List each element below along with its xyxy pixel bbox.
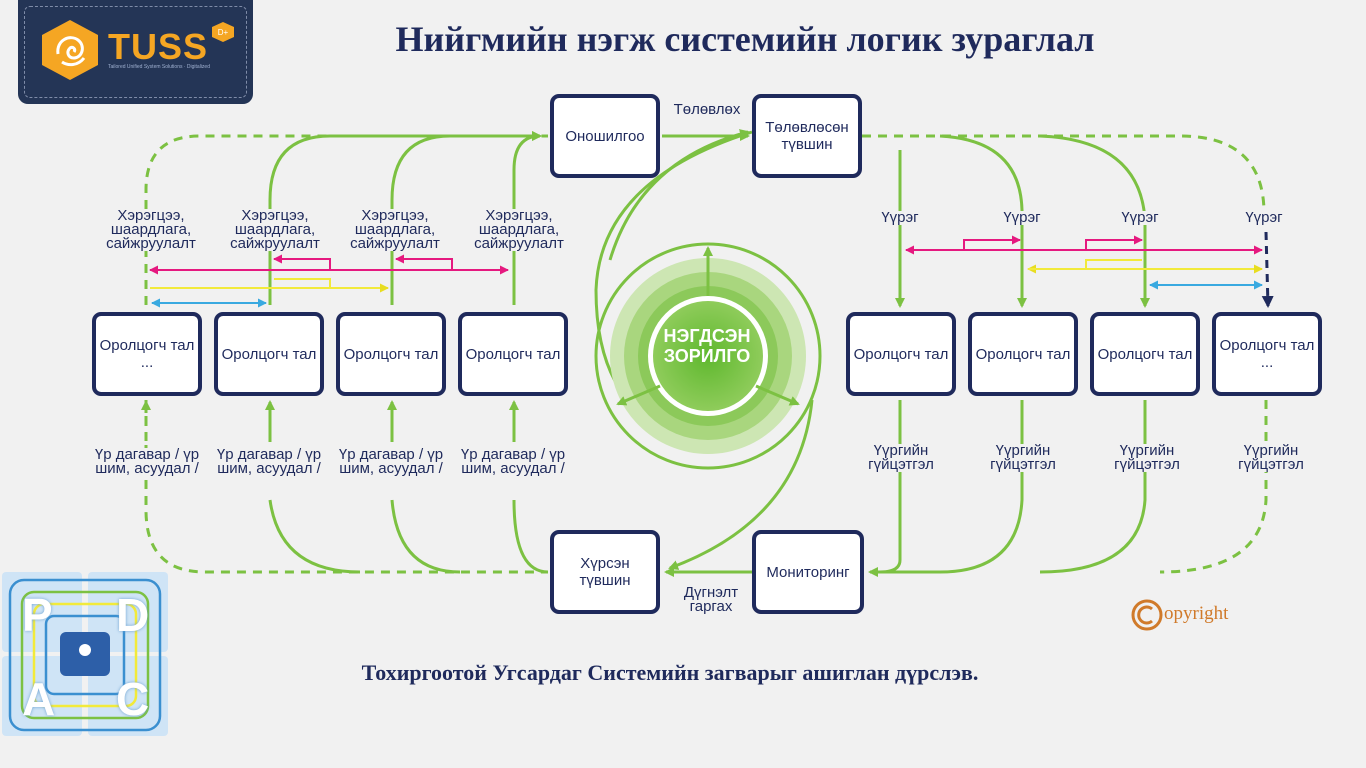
left-outer-dashed-bottom xyxy=(144,400,548,574)
left-loop-3-bottom xyxy=(512,499,549,574)
execution-label-3: Үүргийн гүйцэтгэл xyxy=(1218,443,1324,472)
goal-arrow-left xyxy=(616,384,661,406)
right-participant-3: Оролцогч тал ... xyxy=(1212,312,1322,396)
right-role-arrow-2 xyxy=(939,134,1027,308)
left-loop-2-top xyxy=(390,134,451,305)
page-subtitle: Тохиргоотой Угсардаг Системийн загварыг … xyxy=(361,660,979,685)
goal-line-2: ЗОРИЛГО xyxy=(663,346,751,366)
tuss-logo: TUSS D+ Tailored Unified System Solution… xyxy=(18,0,253,104)
goal-core xyxy=(653,301,763,411)
badge-hex-icon: D+ xyxy=(212,22,234,42)
right-loop-3-bottom xyxy=(1039,400,1147,574)
left-participant-2: Оролцогч тал xyxy=(336,312,446,396)
unified-goal-label: НЭГДСЭН ЗОРИЛГО xyxy=(648,326,766,366)
execution-label-2: Үүргийн гүйцэтгэл xyxy=(1094,443,1200,472)
result-label-3: Үр дагавар / үр шим, асуудал / xyxy=(458,447,568,476)
goal-arrow-right xyxy=(755,384,800,406)
planned-level-box: Төлөвлөсөн түвшин xyxy=(752,94,862,178)
pdca-logo: P D A C xyxy=(0,572,170,738)
role-label-0: Үүрэг xyxy=(870,210,930,225)
right-participant-0: Оролцогч тал xyxy=(846,312,956,396)
pdca-letter-c: C xyxy=(116,673,150,725)
right-magenta-step-1 xyxy=(963,235,1021,250)
left-participant-3: Оролцогч тал xyxy=(458,312,568,396)
left-loop-1-bottom xyxy=(268,499,361,574)
right-participant-1: Оролцогч тал xyxy=(968,312,1078,396)
pdca-rings-icon xyxy=(8,578,162,732)
goal-outer-ring xyxy=(594,242,822,470)
center-loop-right xyxy=(668,399,814,570)
needs-label-0: Хэрэгцээ, шаардлага, сайжруулалт xyxy=(96,208,206,251)
diagnosis-box: Оношилгоо xyxy=(550,94,660,178)
plan-label: Төлөвлөх xyxy=(673,101,741,118)
right-yellow-step xyxy=(1085,259,1142,269)
left-participant-0: Оролцогч тал ... xyxy=(92,312,202,396)
left-magenta-step-2 xyxy=(395,254,453,270)
page-title: Нийгмийн нэгж системийн логик зураглал xyxy=(395,19,1095,59)
left-loop-3-top xyxy=(512,131,542,305)
monitoring-box: Мониторинг xyxy=(752,530,864,614)
needs-label-2: Хэрэгцээ, шаардлага, сайжруулалт xyxy=(338,208,452,251)
right-magenta-step-2 xyxy=(1085,235,1143,250)
brain-hex-icon xyxy=(42,20,98,80)
left-loop-2-bottom xyxy=(390,499,461,574)
achieved-level-box: Хүрсэн түвшин xyxy=(550,530,660,614)
pdca-letter-p: P xyxy=(22,589,53,641)
pdca-letter-a: A xyxy=(22,673,56,725)
right-participant-2: Оролцогч тал xyxy=(1090,312,1200,396)
execution-label-1: Үүргийн гүйцэтгэл xyxy=(970,443,1076,472)
left-yellow-step xyxy=(274,278,331,288)
evaluate-label: Дүгнэлт гаргах xyxy=(683,584,739,615)
logo-name: TUSS xyxy=(108,26,209,67)
left-magenta-step-1 xyxy=(273,254,331,270)
copyright-c-icon xyxy=(1131,599,1163,631)
left-participant-1: Оролцогч тал xyxy=(214,312,324,396)
needs-label-1: Хэрэгцээ, шаардлага, сайжруулалт xyxy=(218,208,332,251)
right-outer-dashed-bottom xyxy=(1159,400,1268,574)
result-label-2: Үр дагавар / үр шим, асуудал / xyxy=(336,447,446,476)
logo-badge: D+ xyxy=(218,28,229,37)
logo-tagline: Tailored Unified System Solutions · Digi… xyxy=(108,64,210,70)
goal-line-1: НЭГДСЭН xyxy=(663,326,751,346)
right-outer-dashed-top xyxy=(862,134,1266,211)
result-label-1: Үр дагавар / үр шим, асуудал / xyxy=(214,447,324,476)
result-label-0: Үр дагавар / үр шим, асуудал / xyxy=(92,447,202,476)
right-loop-1-bottom xyxy=(879,400,902,574)
needs-label-3: Хэрэгцээ, шаардлага, сайжруулалт xyxy=(462,208,576,251)
right-loop-2-bottom xyxy=(868,400,1024,577)
role-label-1: Үүрэг xyxy=(992,210,1052,225)
left-loop-1-top xyxy=(268,131,542,305)
execution-label-0: Үүргийн гүйцэтгэл xyxy=(848,443,954,472)
pdca-letter-d: D xyxy=(116,589,150,641)
copyright-text: opyright xyxy=(1164,603,1229,624)
left-outer-dashed-top xyxy=(144,134,548,305)
center-loop-up xyxy=(608,129,750,261)
role-label-3: Үүрэг xyxy=(1234,210,1294,225)
right-navy-dashed-arrow xyxy=(1261,231,1274,308)
role-label-2: Үүрэг xyxy=(1110,210,1170,225)
copyright-mark: opyright xyxy=(1130,598,1240,632)
